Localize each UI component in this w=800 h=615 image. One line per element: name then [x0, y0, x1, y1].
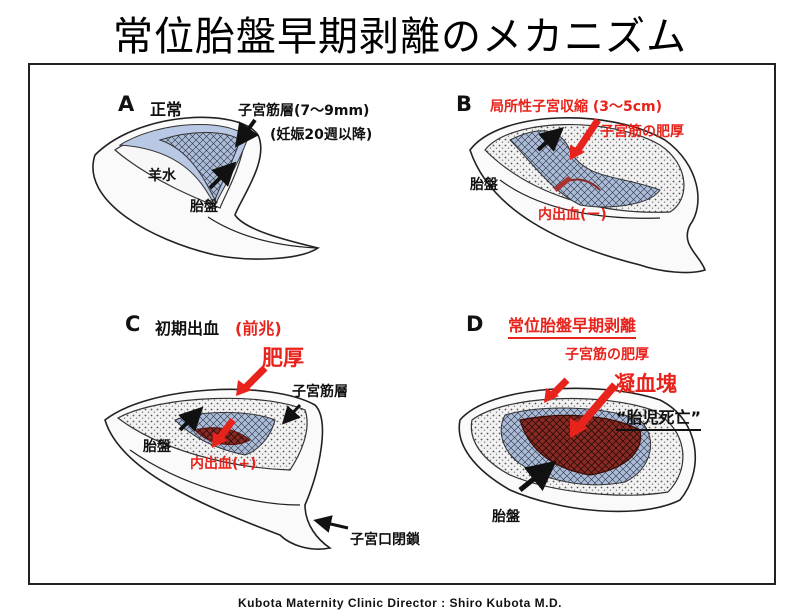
panel-b-letter: B — [456, 92, 473, 116]
panel-d-death-label: “胎児死亡” — [616, 404, 702, 431]
page-title: 常位胎盤早期剥離のメカニズム — [113, 14, 687, 60]
panel-d-letter: D — [466, 312, 484, 336]
panel-c-heading-red: (前兆) — [235, 319, 282, 338]
panel-d-thick-label: 子宮筋の肥厚 — [565, 347, 649, 363]
panel-a-placenta-label: 胎盤 — [190, 199, 218, 215]
panel-c-heading: 初期出血 — [155, 319, 220, 338]
panel-d-heading: 常位胎盤早期剥離 — [508, 312, 637, 339]
panel-c-os-label: 子宮口閉鎖 — [350, 532, 420, 548]
panel-d-clot-label: 凝血塊 — [614, 372, 677, 396]
panel-b-bleed-label: 内出血(ー) — [538, 207, 607, 223]
panel-a-letter: A — [118, 92, 135, 116]
footer-credit: Kubota Maternity Clinic Director : Shiro… — [237, 596, 562, 610]
panel-a-muscle-label: 子宮筋層(7〜9mm) — [238, 103, 370, 119]
panel-c-muscle-label: 子宮筋層 — [292, 384, 348, 400]
panel-d-placenta-label: 胎盤 — [492, 509, 520, 525]
diagram-frame — [28, 63, 776, 585]
panel-c-bleed-label: 内出血(+) — [190, 456, 257, 472]
panel-c-placenta-label: 胎盤 — [143, 439, 171, 455]
panel-c-letter: C — [125, 312, 141, 336]
arrows — [178, 118, 619, 533]
panel-b-placenta-label: 胎盤 — [470, 177, 498, 193]
panel-b-heading: 局所性子宮収縮 (3〜5cm) — [490, 99, 663, 115]
panel-a-week-label: (妊娠20週以降) — [270, 127, 373, 143]
panel-a-amniotic-label: 羊水 — [148, 168, 176, 184]
panel-c-thick-label: 肥厚 — [262, 346, 304, 370]
panel-a-heading: 正常 — [150, 100, 183, 119]
panel-b-thick-label: 子宮筋の肥厚 — [600, 124, 684, 140]
